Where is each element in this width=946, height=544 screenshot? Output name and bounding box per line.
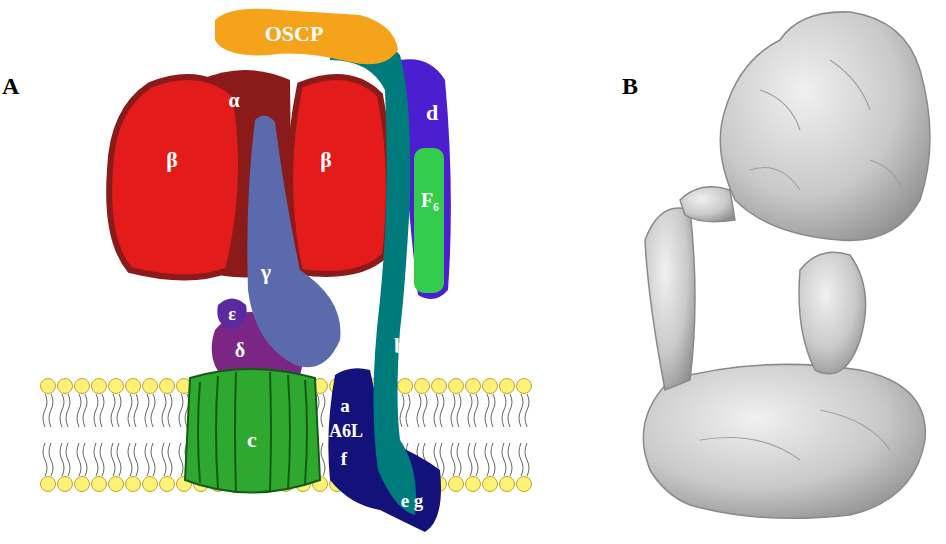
subunit-label: A6L [329,422,363,440]
subunit-label: d [426,102,438,124]
subunit-label: e g [401,491,424,510]
gamma-subunit [247,115,340,367]
panel-letter: A [2,74,19,98]
b-subunit [330,37,416,515]
subunit-label: a [340,396,350,415]
subunit-label: b [394,335,406,357]
subunit-label: γ [261,261,271,283]
f6-subunit [414,148,444,293]
subunit-label: α [228,90,239,110]
subunit-label: F₆ [421,190,439,210]
subunit-label: ε [228,305,236,323]
subunit-label: δ [235,340,245,360]
oscp-subunit [215,9,398,65]
subunit-label: β [320,149,332,171]
epsilon-subunit [217,299,246,331]
c-ring [185,369,320,493]
subunit-label: c [247,429,257,451]
beta-subunit [290,77,389,274]
subunit-label: OSCP [265,23,324,45]
beta-subunit [109,77,241,278]
subunit-label: β [166,149,178,171]
panel-letter: B [622,74,638,98]
subunit-label: f [341,449,347,468]
cryo-em-density [643,12,930,518]
